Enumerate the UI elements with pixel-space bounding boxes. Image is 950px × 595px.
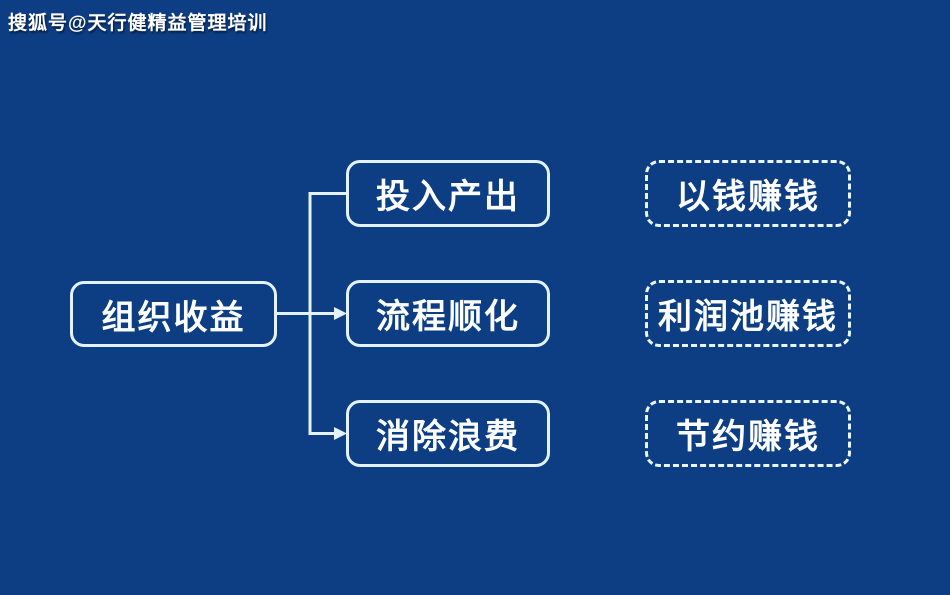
node-organization-benefit: 组织收益 [70, 281, 277, 347]
node-eliminate-waste: 消除浪费 [346, 400, 550, 467]
node-label: 组织收益 [101, 298, 246, 337]
node-label: 节约赚钱 [676, 418, 820, 456]
node-label: 以钱赚钱 [676, 178, 820, 216]
node-input-output: 投入产出 [346, 160, 550, 227]
node-label: 流程顺化 [376, 298, 520, 336]
node-process-smoothing: 流程顺化 [346, 280, 550, 347]
node-label: 利润池赚钱 [658, 298, 838, 336]
outcome-money-makes-money: 以钱赚钱 [645, 160, 851, 227]
watermark-text: 搜狐号@天行健精益管理培训 [8, 13, 268, 34]
node-label: 消除浪费 [376, 418, 520, 456]
outcome-profit-pool-makes-money: 利润池赚钱 [645, 280, 851, 347]
node-label: 投入产出 [376, 178, 520, 216]
outcome-saving-makes-money: 节约赚钱 [645, 400, 851, 467]
